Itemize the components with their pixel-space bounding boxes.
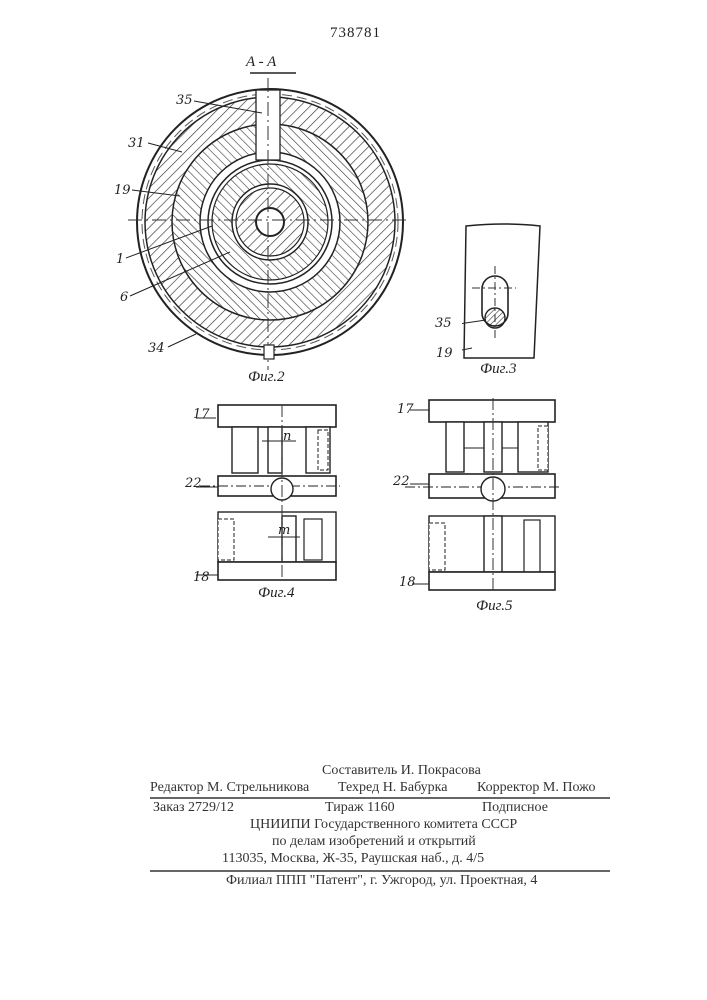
fig4-label-18: 18 xyxy=(193,570,210,585)
fig5-label-18: 18 xyxy=(399,575,416,590)
imprint-editor: Редактор М. Стрельникова xyxy=(150,780,309,796)
fig2-caption: Фиг.2 xyxy=(248,369,284,386)
fig5-caption: Фиг.5 xyxy=(476,598,512,615)
fig4-label-n: n xyxy=(283,429,291,444)
imprint-circulation: Тираж 1160 xyxy=(325,800,395,816)
figure-5-drawing xyxy=(395,390,570,600)
fig2-label-31: 31 xyxy=(128,136,145,151)
imprint-corrector: Корректор М. Пожо xyxy=(477,780,595,796)
fig5-label-22: 22 xyxy=(393,474,410,489)
figure-4-drawing xyxy=(190,400,350,590)
imprint-techred: Техред Н. Бабурка xyxy=(338,780,447,796)
fig3-caption: Фиг.3 xyxy=(480,361,516,378)
fig3-label-19: 19 xyxy=(436,346,453,361)
fig2-label-1: 1 xyxy=(116,252,124,267)
imprint-org-line-2: по делам изобретений и открытий xyxy=(272,834,476,850)
fig4-caption: Фиг.4 xyxy=(258,585,294,602)
fig4-label-m: m xyxy=(278,523,290,538)
fig2-label-6: 6 xyxy=(120,290,128,305)
section-label: A - A xyxy=(246,54,276,71)
fig4-label-22: 22 xyxy=(185,476,202,491)
figure-2-drawing xyxy=(110,70,420,380)
fig2-label-35: 35 xyxy=(176,93,193,108)
fig2-label-34: 34 xyxy=(148,341,165,356)
imprint-branch: Филиал ППП "Патент", г. Ужгород, ул. Про… xyxy=(226,873,537,889)
fig4-label-17: 17 xyxy=(193,407,210,422)
imprint-order: Заказ 2729/12 xyxy=(153,800,234,816)
fig5-label-17: 17 xyxy=(397,402,414,417)
imprint-address: 113035, Москва, Ж-35, Раушская наб., д. … xyxy=(222,851,484,867)
fig2-label-19: 19 xyxy=(114,183,131,198)
document-number: 738781 xyxy=(330,25,381,42)
figure-3-drawing xyxy=(462,220,552,360)
imprint-compiler: Составитель И. Покрасова xyxy=(322,763,481,779)
imprint-org-line-1: ЦНИИПИ Государственного комитета СССР xyxy=(250,817,517,833)
fig3-label-35: 35 xyxy=(435,316,452,331)
imprint-subscription: Подписное xyxy=(482,800,548,816)
